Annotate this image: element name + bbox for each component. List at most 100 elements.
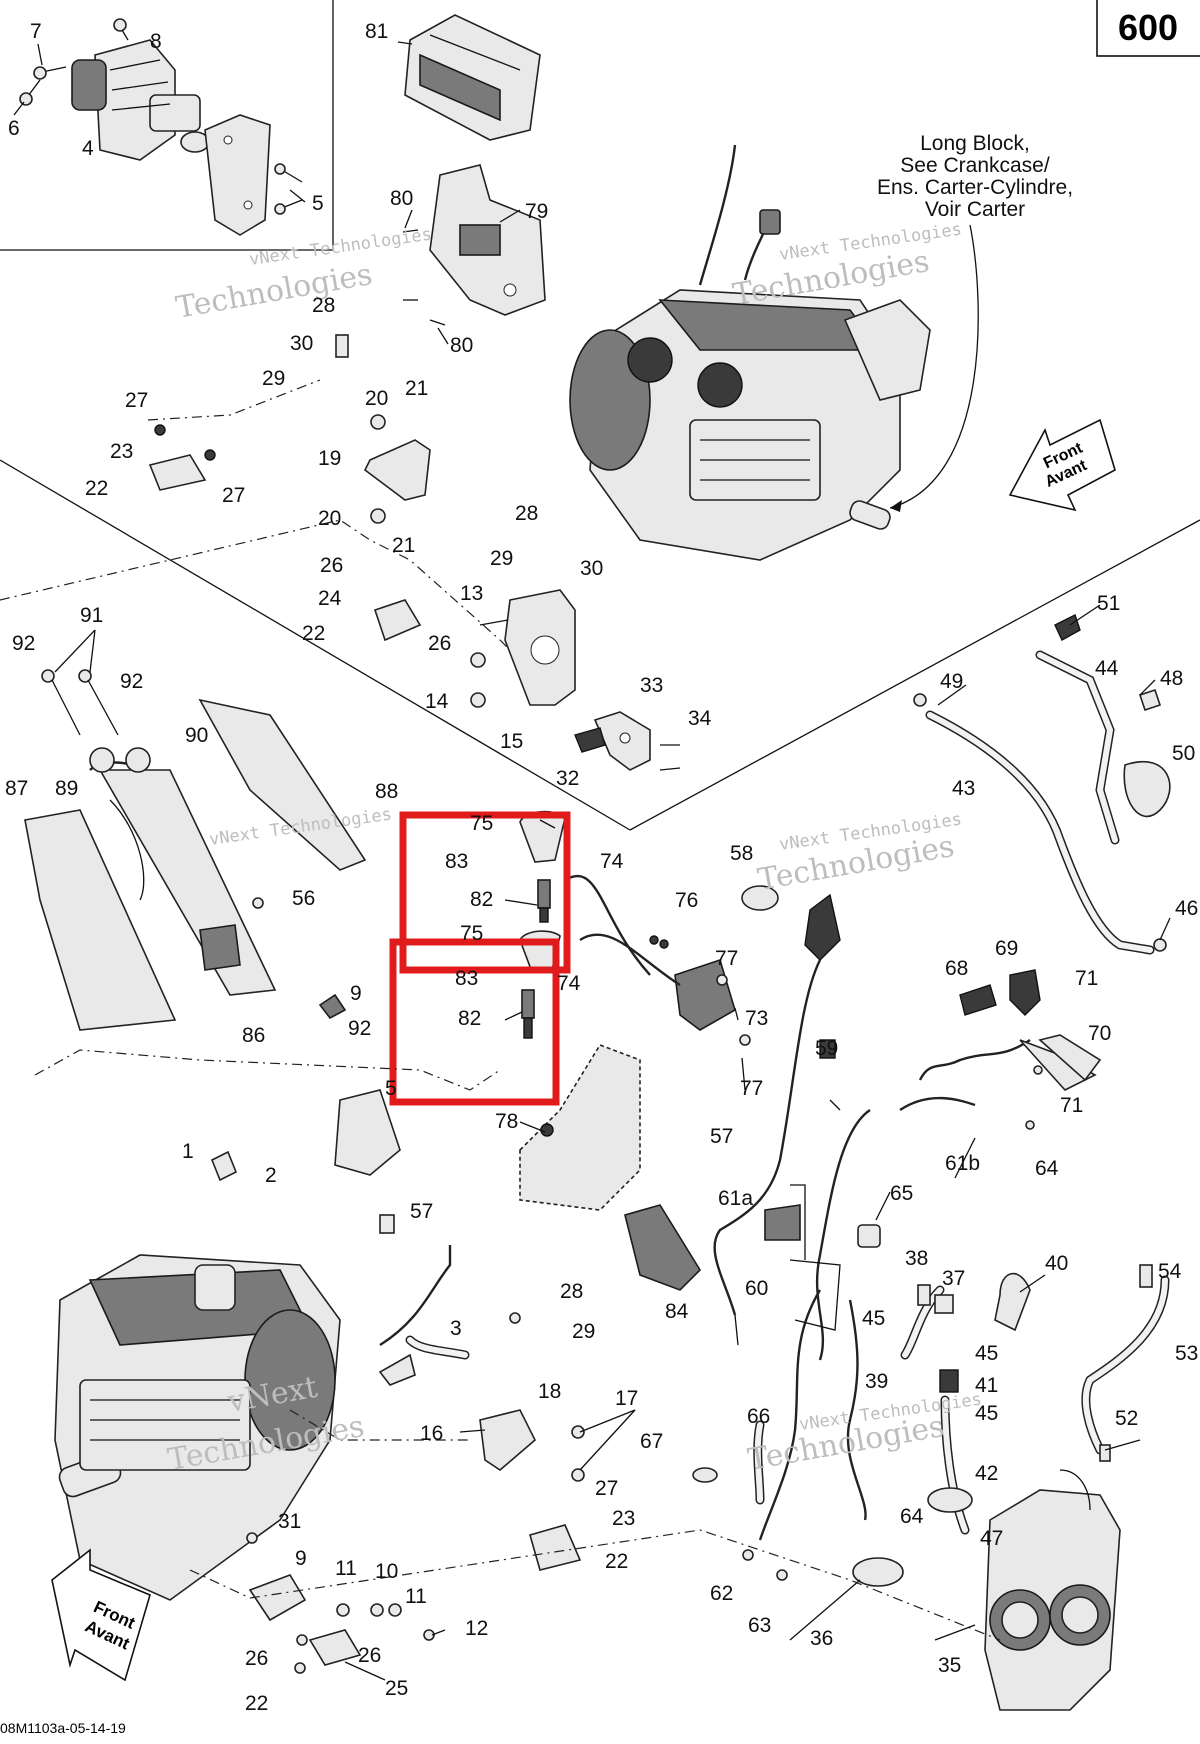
callout-95: 5: [385, 1077, 397, 1100]
callout-9a: 9: [350, 982, 362, 1005]
callout-57: 57: [410, 1200, 433, 1223]
callout-39: 39: [865, 1370, 888, 1393]
callout-79: 78: [495, 1110, 518, 1133]
front-arrow-top: Front Avant: [1008, 418, 1116, 512]
callout-29c: 29: [572, 1320, 595, 1343]
callout-69: 67: [640, 1430, 663, 1453]
callout-13: 13: [460, 582, 483, 605]
zone-divider-lines: [0, 459, 1200, 831]
callout-45c: 45: [975, 1402, 998, 1425]
callout-53: 53: [1175, 1342, 1198, 1365]
callout-76b: 75: [460, 922, 483, 945]
callout-84b: 83: [455, 967, 478, 990]
fuel-line-53: [1081, 1264, 1170, 1462]
page-code: 600: [1118, 7, 1178, 48]
callout-35: 35: [938, 1654, 961, 1677]
callout-56: 56: [292, 887, 315, 910]
callout-20a: 20: [365, 387, 388, 410]
highlight-box-upper: [399, 811, 571, 974]
hoses-66-69: [692, 1420, 765, 1505]
callout-88: 88: [375, 780, 398, 803]
callout-85: 84: [665, 1300, 689, 1323]
callout-60: 59: [815, 1037, 838, 1060]
callout-78a: 77: [715, 947, 738, 970]
callout-59: 58: [730, 842, 753, 865]
callout-16: 16: [420, 1422, 443, 1445]
callout-87: 87: [5, 777, 28, 800]
callout-54: 54: [1158, 1260, 1182, 1283]
callout-47: 47: [980, 1527, 1003, 1550]
callout-10: 10: [375, 1560, 398, 1583]
callout-28c: 28: [560, 1280, 583, 1303]
callout-14: 14: [425, 690, 449, 713]
callout-92b: 92: [120, 670, 143, 693]
callout-27a: 27: [125, 389, 148, 412]
callout-78b: 77: [740, 1077, 763, 1100]
callout-84a: 83: [445, 850, 468, 873]
cable-group-61: [742, 1109, 881, 1581]
callout-90: 90: [185, 724, 208, 747]
callout-3: 3: [450, 1317, 462, 1340]
callout-43: 43: [952, 777, 975, 800]
callout-75a: 74: [600, 850, 624, 873]
callout-30a: 30: [290, 332, 313, 355]
callout-45b: 45: [975, 1342, 998, 1365]
bracket-85: [334, 1089, 702, 1291]
callout-34: 34: [688, 707, 712, 730]
callout-76a: 75: [470, 812, 493, 835]
callout-9b: 9: [295, 1547, 307, 1570]
watermark-2: Technologies: [173, 257, 375, 326]
callout-28b: 28: [515, 502, 538, 525]
throttle-body-35: [984, 1469, 1121, 1711]
callout-21b: 21: [392, 534, 415, 557]
callout-66: 64: [900, 1505, 924, 1528]
callout-11a: 11: [335, 1557, 357, 1580]
footer-code: 08M1103a-05-14-19: [0, 1720, 126, 1736]
long-block-line-2: See Crankcase/: [900, 154, 1050, 177]
long-block-line-1: Long Block,: [920, 132, 1030, 155]
long-block-line-4: Voir Carter: [925, 198, 1025, 221]
ignition-coil: [564, 874, 751, 1046]
callout-29a: 29: [262, 367, 285, 390]
engine-long-block: [569, 144, 931, 561]
callout-86: 86: [242, 1024, 265, 1047]
page-code-box: 600: [1096, 0, 1200, 57]
callout-65: 64: [1035, 1157, 1059, 1180]
callout-52: 52: [1115, 1407, 1138, 1430]
callout-11b: 11: [405, 1585, 427, 1608]
callout-19: 19: [318, 447, 341, 470]
leader-lines: [13, 29, 1171, 1681]
callout-22c: 22: [605, 1550, 628, 1573]
callout-18: 18: [538, 1380, 561, 1403]
callout-23c: 23: [612, 1507, 635, 1530]
bracket-33: [574, 711, 681, 771]
highlight-box-lower: [389, 938, 560, 1106]
callout-64: 63: [748, 1614, 771, 1637]
callout-51: 51: [1097, 592, 1120, 615]
callout-77: 76: [675, 889, 698, 912]
callout-74: 73: [745, 1007, 768, 1030]
callout-63: 62: [710, 1582, 733, 1605]
callout-50: 50: [1172, 742, 1195, 765]
callout-32: 32: [556, 767, 579, 790]
starter-inset: [0, 0, 334, 251]
callout-8: 8: [150, 30, 162, 53]
callout-45a: 45: [862, 1307, 885, 1330]
callout-15: 15: [500, 730, 523, 753]
callout-37: 37: [942, 1267, 965, 1290]
starter-motor: [71, 39, 210, 161]
long-block-line-3: Ens. Carter-Cylindre,: [877, 176, 1073, 199]
spark-plug-cap-upper: [519, 810, 566, 923]
callout-31: 31: [278, 1510, 301, 1533]
callout-4: 4: [82, 137, 94, 160]
engine-lower: [54, 1245, 470, 1601]
callout-28a: 28: [312, 294, 335, 317]
callout-12: 12: [465, 1617, 488, 1640]
callout-49: 49: [940, 670, 963, 693]
front-arrow-bottom: Front Avant: [51, 1548, 151, 1682]
engine-control-module: [404, 14, 541, 141]
belt-guard-87: [24, 669, 367, 1031]
chassis-bracket-79: [519, 1044, 641, 1211]
callout-73b: 71: [1060, 1094, 1083, 1117]
